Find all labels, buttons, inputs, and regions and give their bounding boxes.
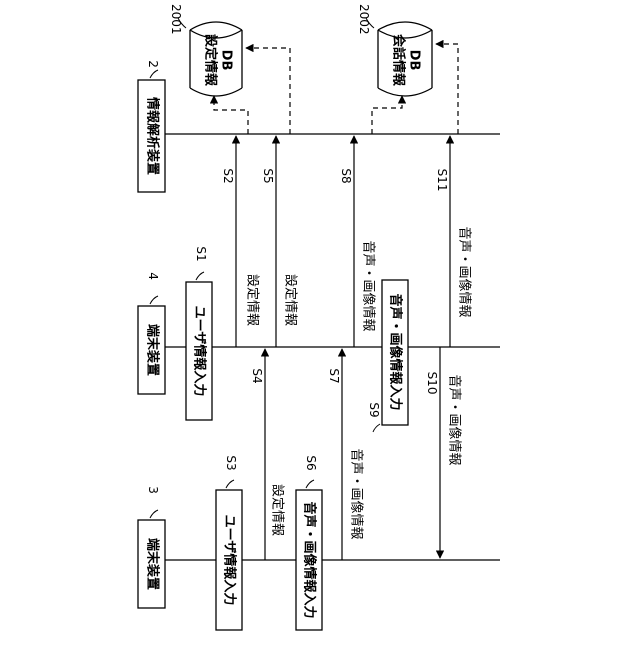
message-s7-label: 音声・画像情報 — [349, 448, 365, 539]
process-s1: ユーザ情報入力 S1 — [186, 246, 212, 420]
device-terminal3-label: 端末装置 — [145, 538, 161, 590]
device-terminal4-ref: 4 — [146, 272, 160, 280]
message-s10-label: 音声・画像情報 — [447, 374, 463, 465]
device-analyzer: 情報解析装置 2 — [138, 60, 165, 192]
message-s2-tag: S2 — [221, 168, 235, 183]
device-analyzer-label: 情報解析装置 — [145, 97, 161, 175]
device-terminal3: 端末装置 3 — [138, 486, 165, 608]
database-settings-ref: 2001 — [169, 4, 183, 35]
process-s6: 音声・画像情報入力 S6 — [296, 455, 322, 630]
database-settings: 設定情報 DB 2001 — [169, 4, 242, 96]
device-terminal4-label: 端末装置 — [145, 324, 161, 376]
process-s9-tag: S9 — [367, 402, 381, 417]
message-s5-label: 設定情報 — [283, 274, 299, 326]
process-s3-label: ユーザ情報入力 — [222, 515, 238, 606]
message-s4-label: 設定情報 — [270, 484, 286, 536]
device-terminal4: 端末装置 4 — [138, 272, 165, 394]
process-s3: ユーザ情報入力 S3 — [216, 455, 242, 630]
database-conversation-ref: 2002 — [357, 4, 371, 35]
process-s3-tag: S3 — [224, 455, 238, 470]
message-s8-tag: S8 — [339, 168, 353, 183]
database-conversation: 会話情報 DB 2002 — [357, 4, 432, 96]
message-s2-label: 設定情報 — [245, 274, 261, 326]
device-terminal3-ref: 3 — [146, 486, 160, 494]
device-analyzer-ref: 2 — [146, 60, 160, 68]
process-s6-tag: S6 — [304, 455, 318, 470]
database-settings-db: DB — [219, 50, 234, 71]
message-s11-label: 音声・画像情報 — [457, 226, 473, 317]
message-s4-tag: S4 — [250, 368, 264, 383]
message-s7-tag: S7 — [327, 368, 341, 383]
database-conversation-label: 会話情報 — [391, 34, 407, 87]
process-s6-label: 音声・画像情報入力 — [302, 501, 318, 618]
database-settings-label: 設定情報 — [203, 34, 219, 87]
database-conversation-db: DB — [407, 50, 422, 71]
message-s11-tag: S11 — [435, 169, 449, 192]
message-s5-tag: S5 — [261, 168, 275, 183]
process-s1-tag: S1 — [194, 246, 208, 261]
message-s10-tag: S10 — [425, 372, 439, 395]
process-s1-label: ユーザ情報入力 — [192, 306, 208, 397]
message-s8-label: 音声・画像情報 — [361, 240, 377, 331]
process-s9-label: 音声・画像情報入力 — [388, 293, 404, 410]
